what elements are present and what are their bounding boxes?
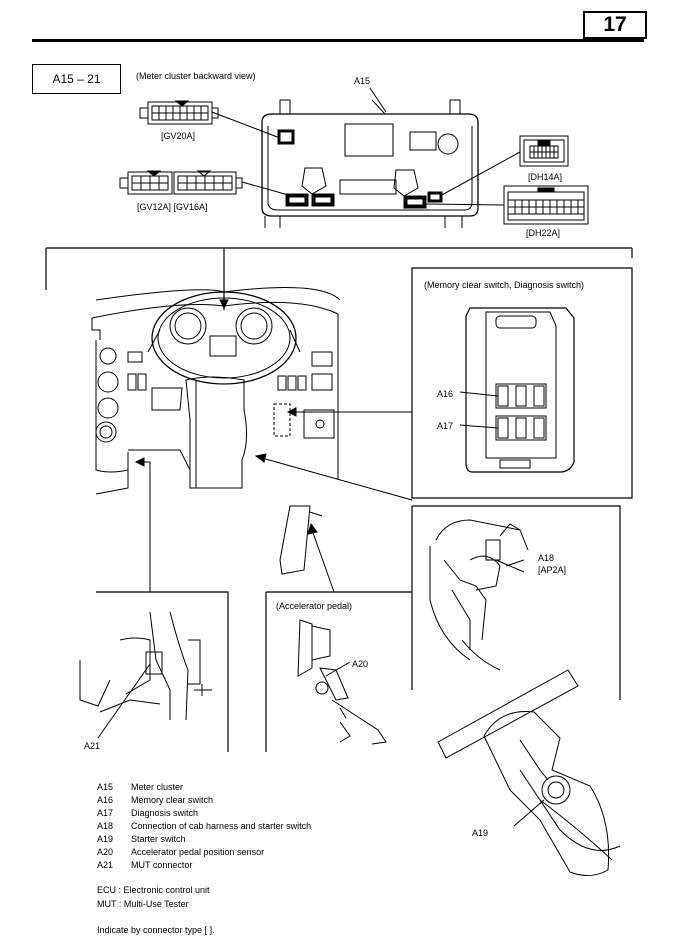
- legend-desc: Connection of cab harness and starter sw…: [131, 821, 312, 831]
- legend-code: A17: [97, 808, 114, 818]
- section-borders: [45, 247, 633, 752]
- mut-connector-drawing: [79, 611, 212, 739]
- gv20a-connector: [139, 100, 281, 139]
- meter-cluster-drawing: [261, 99, 479, 228]
- pedal-caption: (Accelerator pedal): [276, 601, 353, 611]
- legend-code: A18: [97, 821, 114, 831]
- callout-a19: A19: [472, 828, 489, 838]
- memory-switch-caption: (Memory clear switch, Diagnosis switch): [424, 280, 585, 290]
- legend-desc: Diagnosis switch: [131, 808, 199, 818]
- connector-label-gv20a: [GV20A]: [161, 131, 196, 141]
- callout-a16: A16: [437, 389, 454, 399]
- pedal-icon-drawing: [279, 505, 323, 575]
- footnote: Indicate by connector type [ ].: [97, 925, 215, 935]
- legend-code: A15: [97, 782, 114, 792]
- reference-range-box: A15 – 21: [32, 64, 121, 94]
- legend-desc: Memory clear switch: [131, 795, 214, 805]
- callout-a21: A21: [84, 741, 101, 751]
- legend-code: A20: [97, 847, 114, 857]
- abbreviation-mut: MUT : Multi-Use Tester: [97, 899, 189, 909]
- switch-panel-drawing: [459, 307, 575, 473]
- page-number: 17: [583, 11, 647, 39]
- callout-a17: A17: [437, 421, 454, 431]
- dh22a-connector: [425, 185, 589, 225]
- callout-a15: A15: [354, 76, 371, 86]
- connector-label-gv12a-gv16a: [GV12A] [GV16A]: [137, 202, 208, 212]
- legend-code: A21: [97, 860, 114, 870]
- header-rule: [32, 39, 644, 42]
- callout-a18-connector-type: [AP2A]: [538, 565, 567, 575]
- callout-a18: A18: [538, 553, 555, 563]
- legend-desc: Starter switch: [131, 834, 186, 844]
- accelerator-pedal-drawing: [297, 619, 387, 745]
- starter-switch-drawing: [437, 669, 621, 876]
- legend-desc: Meter cluster: [131, 782, 184, 792]
- cab-harness-drawing: [429, 519, 529, 671]
- dashboard-drawing: [91, 287, 341, 495]
- connector-label-dh22a: [DH22A]: [526, 228, 561, 238]
- dh14a-connector: [439, 135, 569, 197]
- legend-code: A19: [97, 834, 114, 844]
- leader-arrows: [134, 296, 413, 593]
- abbreviation-ecu: ECU : Electronic control unit: [97, 885, 210, 895]
- legend-code: A16: [97, 795, 114, 805]
- legend-desc: Accelerator pedal position sensor: [131, 847, 265, 857]
- cluster-caption: (Meter cluster backward view): [136, 71, 256, 81]
- callout-a20: A20: [352, 659, 369, 669]
- connector-label-dh14a: [DH14A]: [528, 172, 563, 182]
- legend-desc: MUT connector: [131, 860, 193, 870]
- gv12a-gv16a-connectors: [119, 170, 293, 197]
